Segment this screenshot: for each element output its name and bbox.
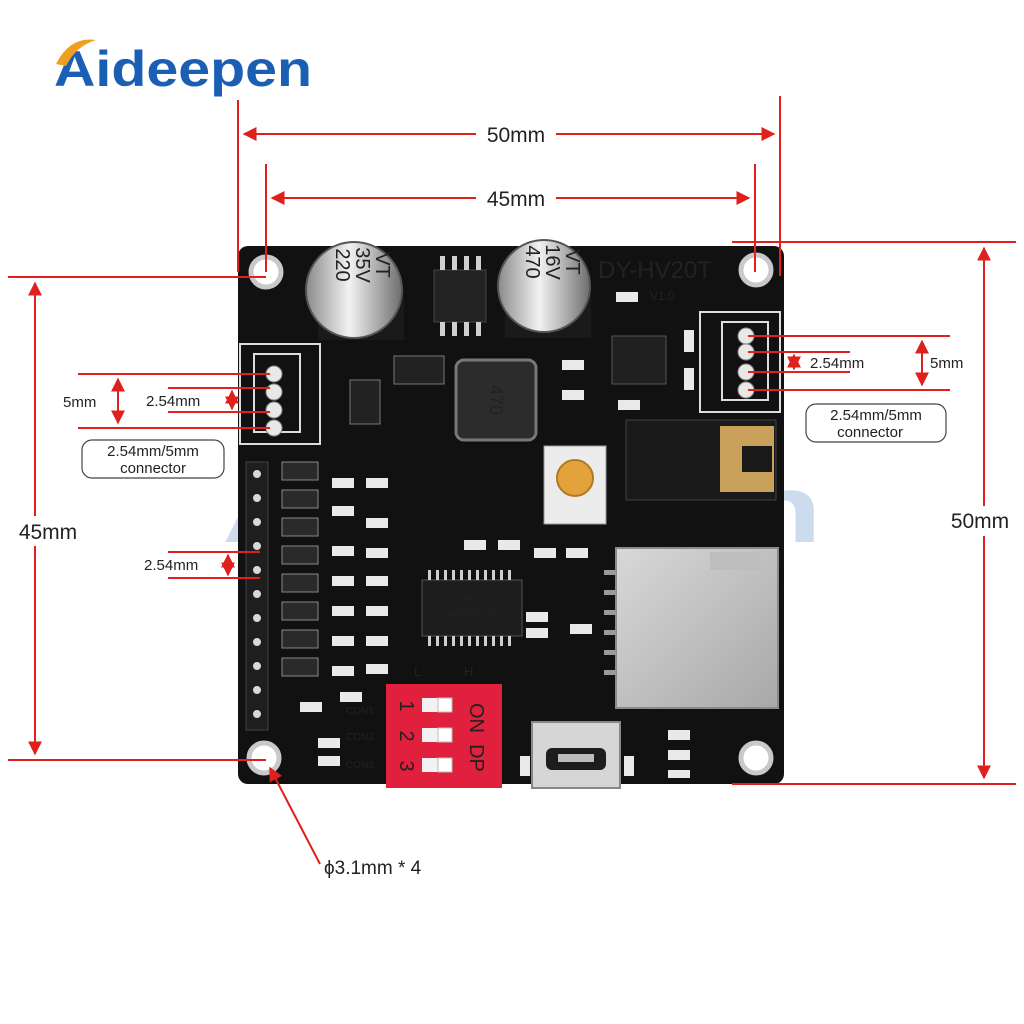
pcb-board: 220 35V VT 470 16V VT DY-HV20T V1.0 [238, 239, 784, 789]
capacitor-left-voltage: 35V [351, 247, 373, 283]
diode-array [281, 461, 319, 677]
terminal-left [239, 343, 321, 445]
micro-usb-port [531, 721, 621, 789]
diode [393, 355, 445, 385]
dimension-labels: 50mm 45mm 45mm 50mm 5mm 2.54mm 2.54mm 5m… [4, 120, 1020, 879]
switch-l-label: L [414, 664, 421, 679]
dip-dp-label: DP [465, 744, 487, 772]
brand-logo-swoosh [56, 39, 96, 66]
mounting-hole-bl [246, 740, 282, 776]
hole-leader [269, 766, 321, 865]
dimension-lines [8, 96, 1016, 865]
brand-logo-text: Aideepen [54, 41, 312, 97]
inductor: 470 [454, 358, 538, 442]
capacitor-left: 220 35V VT [305, 241, 404, 340]
board-model: DY-HV20T [598, 257, 712, 284]
audio-jack [625, 419, 777, 501]
con2-label: CON2 [346, 732, 374, 743]
callout-right-line2: connector [837, 424, 903, 441]
switch-h-label: H [464, 664, 473, 679]
inductor-label: 470 [486, 385, 506, 415]
callout-left-line1: 2.54mm/5mm [107, 443, 199, 460]
label-header-254mm: 2.54mm [144, 557, 198, 574]
dip-on-label: ON [465, 703, 487, 733]
ic-top [433, 256, 487, 336]
callout-left: 2.54mm/5mm connector [81, 439, 225, 479]
con3-label: CON3 [346, 760, 374, 771]
board-version: V1.0 [650, 289, 675, 303]
potentiometer [543, 445, 607, 525]
dip-switch: 1 2 3 ON DP [386, 684, 502, 788]
mounting-hole-br [738, 740, 774, 776]
dip-num-3: 3 [395, 760, 417, 771]
sd-card-slot [604, 547, 779, 709]
callout-left-line2: connector [120, 460, 186, 477]
capacitor-right-value: 470 [521, 245, 543, 278]
label-right-5mm: 5mm [930, 355, 963, 372]
capacitor-left-value: 220 [331, 248, 353, 281]
smd-resistors [300, 292, 694, 778]
callout-right-line1: 2.54mm/5mm [830, 407, 922, 424]
callout-left-box [81, 439, 225, 479]
capacitor-right: 470 16V VT [497, 239, 591, 338]
label-right-254mm: 2.54mm [810, 355, 864, 372]
label-height-right: 50mm [951, 510, 1009, 533]
label-height-left: 45mm [19, 521, 77, 544]
callout-right-box [805, 403, 947, 443]
dip-num-2: 2 [395, 730, 417, 741]
capacitor-right-voltage: 16V [541, 244, 563, 280]
ic-main-label-1: DY1900A [446, 607, 497, 621]
mosfet [349, 379, 381, 425]
ic-main-label-2: 2018A2 [453, 593, 491, 605]
label-left-5mm: 5mm [63, 394, 96, 411]
pin-header-left [245, 461, 269, 731]
ic-main: DY1900A 2018A2 [421, 570, 523, 646]
label-left-254mm: 2.54mm [146, 393, 200, 410]
capacitor-right-brand: VT [561, 249, 583, 275]
label-width-outer: 50mm [487, 124, 545, 147]
capacitor-left-brand: VT [371, 252, 393, 278]
con1-label: CON1 [346, 706, 374, 717]
ic-right [611, 335, 667, 385]
dip-num-1: 1 [395, 700, 417, 711]
label-hole: ϕ3.1mm * 4 [324, 858, 422, 879]
brand-logo: Aideepen [54, 39, 312, 97]
callout-right: 2.54mm/5mm connector [805, 403, 947, 443]
label-width-inner: 45mm [487, 188, 545, 211]
